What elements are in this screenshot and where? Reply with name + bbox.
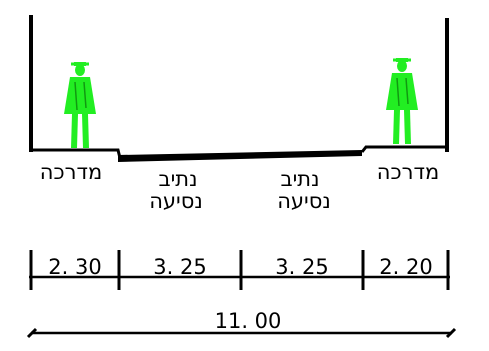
total-tick [26, 327, 38, 339]
segment-dimension-2: 3. 25 [153, 255, 206, 279]
lane-right-label-line2: נסיעה [277, 189, 331, 213]
lane-left-label-line2: נסיעה [149, 189, 203, 213]
segment-dimension-1: 2. 30 [48, 255, 101, 279]
segment-dimension-3: 3. 25 [275, 255, 328, 279]
total-tick [445, 327, 457, 339]
lane-right-label-line1: נתיב [280, 167, 319, 191]
sidewalk-left-label: מדרכה [40, 160, 102, 184]
right-sidewalk-surface [360, 145, 447, 153]
pedestrian-icon [386, 58, 418, 144]
sidewalk-right-label: מדרכה [377, 160, 439, 184]
roadway [118, 150, 362, 162]
pedestrian-icon [64, 62, 96, 148]
total-dimension: 11. 00 [215, 309, 282, 333]
segment-dimension-4: 2. 20 [379, 255, 432, 279]
lane-left-label-line1: נתיב [158, 167, 197, 191]
left-sidewalk-surface [31, 148, 122, 159]
